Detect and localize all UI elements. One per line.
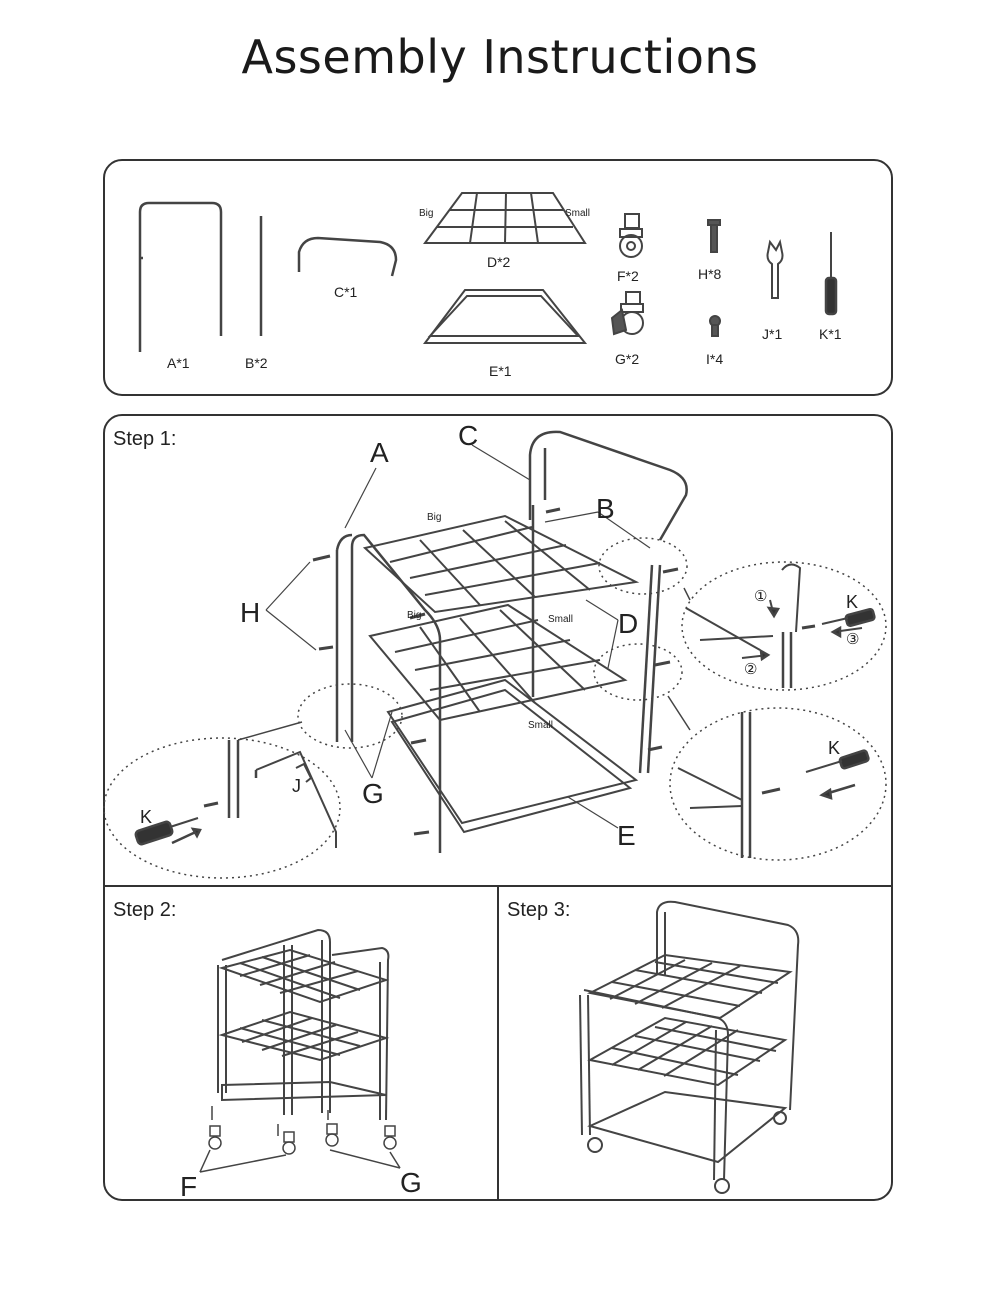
step1-label-circle-1: ① (754, 588, 767, 605)
step1-label-circle-3: ③ (846, 631, 859, 648)
bolts-h (312, 507, 679, 836)
tray-e (386, 678, 639, 834)
step1-label-j: J (292, 776, 301, 796)
step1-label-circle-2: ② (744, 661, 757, 678)
step2-label-f: F (180, 1171, 197, 1202)
part-d-grid (423, 192, 587, 244)
step1-label-d: D (618, 608, 638, 639)
part-label-k: K*1 (819, 326, 842, 342)
page-title: Assembly Instructions (241, 30, 759, 84)
step3-drawing (579, 900, 800, 1194)
step1-label-a: A (370, 437, 389, 468)
part-a-frame (138, 201, 223, 352)
frame-a (350, 533, 442, 853)
part-c-handle (297, 236, 398, 277)
part-k-screwdriver (824, 232, 838, 316)
step1-label-k-left: K (140, 807, 152, 827)
step1-label-big-lower: Big (407, 610, 421, 621)
part-e-tray (422, 289, 588, 344)
parts-list (138, 192, 838, 352)
part-label-g: G*2 (615, 351, 639, 367)
part-label-h: H*8 (698, 266, 722, 282)
step1-label-c: C (458, 420, 478, 451)
tube-b-right (638, 564, 654, 774)
screwdriver-k-top (821, 607, 876, 627)
step1-label-big-upper: Big (427, 512, 441, 523)
step1-heading: Step 1: (113, 428, 176, 450)
part-g-caster (610, 291, 644, 336)
step1-label-h: H (240, 597, 260, 628)
screwdriver-k-bottom (805, 749, 870, 773)
step1-label-e: E (617, 820, 636, 851)
part-label-d: D*2 (487, 254, 511, 270)
step2-label-g: G (400, 1167, 422, 1198)
part-label-b: B*2 (245, 355, 268, 371)
step1-label-small-lower: Small (528, 720, 553, 731)
part-label-a: A*1 (167, 355, 190, 371)
part-label-j: J*1 (762, 326, 782, 342)
step1-label-g: G (362, 778, 384, 809)
step1-label-k-bottom: K (828, 738, 840, 758)
part-j-wrench (766, 238, 784, 299)
part-label-big: Big (419, 208, 433, 219)
step1-drawing (103, 430, 887, 879)
part-i-bolt (709, 315, 721, 337)
step1-label-b: B (596, 493, 615, 524)
screwdriver-k-left (134, 817, 199, 846)
lower-grid (368, 603, 628, 722)
part-label-c: C*1 (334, 284, 358, 300)
step3-heading: Step 3: (507, 899, 570, 921)
step1-label-small-upper: Small (548, 614, 573, 625)
part-label-e: E*1 (489, 363, 512, 379)
parts-panel (103, 159, 893, 396)
part-label-f: F*2 (617, 268, 639, 284)
part-label-i: I*4 (706, 351, 723, 367)
part-f-caster (619, 213, 643, 258)
step2-heading: Step 2: (113, 899, 176, 921)
step2-drawing (199, 928, 401, 1173)
handle-c (528, 430, 688, 541)
step1-label-k-top: K (846, 592, 858, 612)
upper-grid (362, 514, 640, 614)
part-h-bolt (707, 219, 721, 253)
part-label-small: Small (565, 208, 590, 219)
